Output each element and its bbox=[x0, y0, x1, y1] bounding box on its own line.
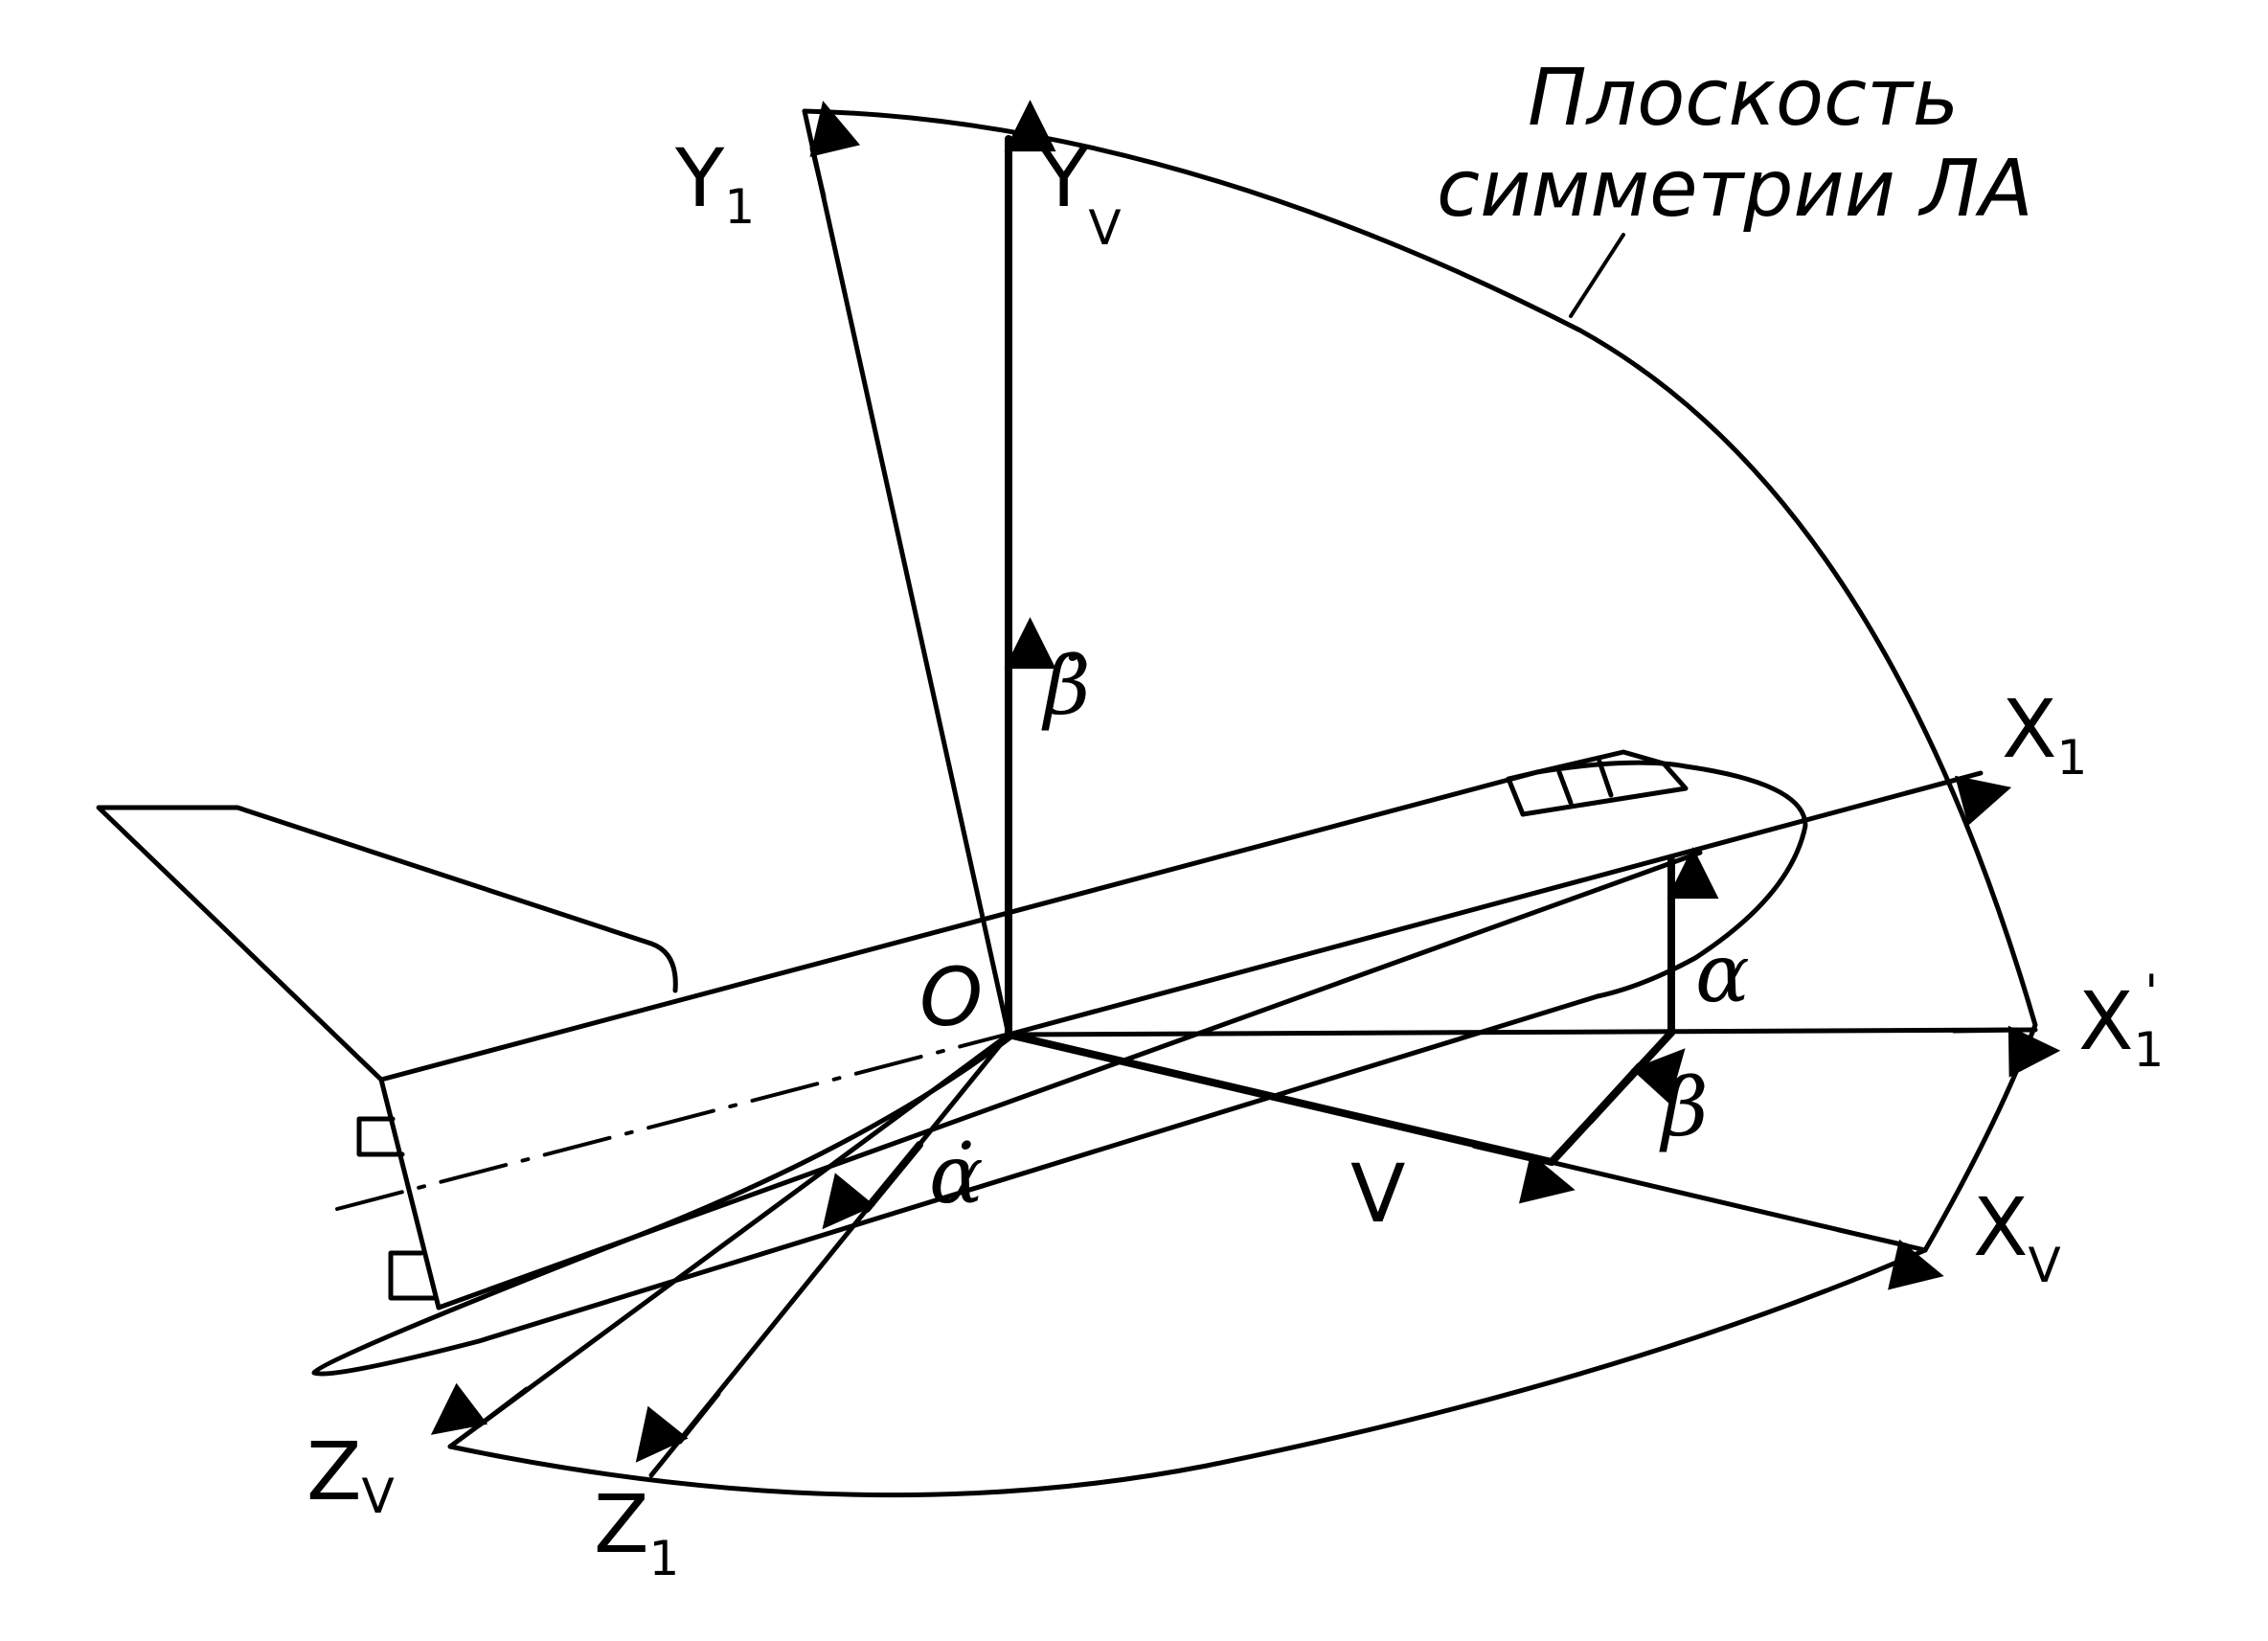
caption-line-2: симметрии ЛА bbox=[1437, 144, 2033, 235]
engine-nozzle-upper bbox=[356, 1116, 405, 1157]
caption-line-1: Плоскость bbox=[1528, 53, 1959, 144]
origin-label: O bbox=[919, 950, 983, 1044]
axis-x1 bbox=[1006, 770, 1984, 1037]
axis-y1 bbox=[802, 108, 1011, 1037]
velocity-label: V bbox=[1350, 1147, 1405, 1241]
alpha-dot-label: α̇ bbox=[929, 1128, 984, 1221]
beta-vector-arrow bbox=[1586, 1048, 1686, 1125]
symmetry-plane-lower-arc bbox=[447, 1247, 1928, 1498]
x1-prime-label: X1' bbox=[2078, 965, 2164, 1078]
zv-label: ZV bbox=[306, 1424, 395, 1524]
centerline bbox=[335, 1033, 1008, 1211]
fuselage-top bbox=[378, 769, 1540, 1083]
engine-nozzle-lower bbox=[388, 1250, 439, 1301]
axis-zv-arrow bbox=[430, 1382, 530, 1435]
axes bbox=[430, 100, 2061, 1478]
labels: Плоскость симметрии ЛА O Y1 YV X1 X1' XV… bbox=[306, 53, 2164, 1586]
xv-label: XV bbox=[1973, 1180, 2061, 1293]
velocity-vector-arrow bbox=[1471, 1141, 1576, 1204]
axis-x1-prime bbox=[1006, 1027, 2038, 1037]
yv-label: YV bbox=[1038, 131, 1122, 256]
aircraft-outline bbox=[96, 749, 1808, 1377]
axis-x1-arrow bbox=[1903, 775, 2012, 826]
beta-label: β bbox=[1659, 1060, 1709, 1154]
symmetry-plane-arc bbox=[802, 108, 2038, 1253]
axis-z1-arrow bbox=[635, 1391, 721, 1463]
alpha-label: α bbox=[1695, 926, 1750, 1020]
velocity-vector bbox=[1005, 1031, 1555, 1166]
tail-fin bbox=[96, 805, 678, 1083]
y1-label: Y1 bbox=[674, 131, 755, 235]
z1-label: Z1 bbox=[594, 1477, 679, 1586]
cockpit-windows bbox=[1506, 749, 1689, 817]
x1-label: X1 bbox=[2002, 682, 2087, 786]
caption-leader-line bbox=[1569, 233, 1625, 318]
beta-dot-label: β̇ bbox=[1041, 639, 1091, 733]
alpha-dot-arrow bbox=[822, 1141, 923, 1230]
axis-x1-prime-arrow bbox=[1951, 1025, 2061, 1078]
axis-y1-arrow bbox=[809, 101, 861, 199]
axis-zv bbox=[447, 1032, 1011, 1449]
axis-xv-arrow bbox=[1836, 1227, 1944, 1290]
